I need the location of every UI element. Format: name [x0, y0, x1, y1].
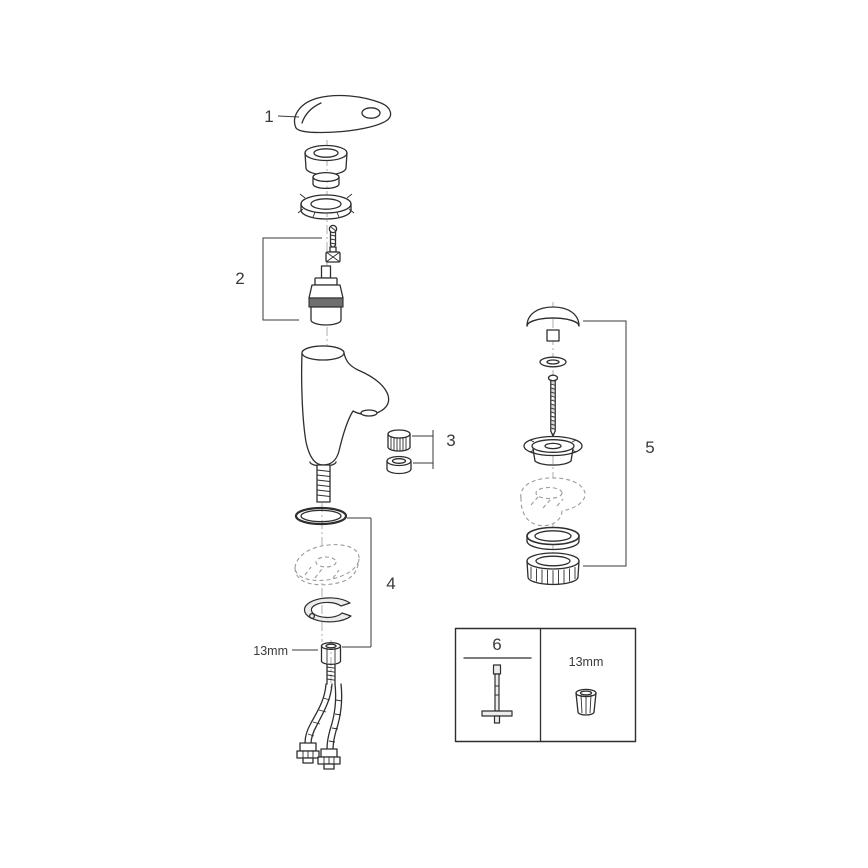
ghost-drain-body — [520, 477, 586, 527]
part-cartridge — [308, 265, 344, 326]
part-lever-handle — [294, 94, 392, 134]
mounting-tool — [481, 664, 513, 724]
part-faucet-body — [300, 345, 390, 503]
part-drain-screw — [547, 374, 559, 437]
box-socket-nut — [575, 688, 597, 716]
part-mounting-nut — [320, 641, 342, 666]
part-mounting-ring — [297, 193, 355, 220]
part-4-bracket — [342, 517, 372, 648]
part-3-bracket-group: 3 — [412, 430, 456, 469]
part-valve-nut — [325, 246, 341, 263]
part-o-ring — [294, 506, 348, 526]
ghost-mounting-base — [294, 544, 360, 586]
part-screw — [328, 224, 338, 249]
part-4-label: 4 — [386, 574, 395, 593]
wrench-size-callout-group: 13mm — [253, 644, 318, 658]
centerlines — [321, 140, 554, 692]
part-1-label-group: 1 — [264, 107, 300, 126]
part-1-leader — [277, 115, 300, 118]
part-drain-flange — [523, 435, 583, 466]
part-aerator — [386, 429, 412, 475]
part-3-bracket — [412, 430, 434, 469]
part-horseshoe-bracket — [303, 597, 352, 623]
part-5-bracket — [583, 320, 627, 567]
part-drain-nut — [526, 552, 580, 586]
part-handle-cap — [304, 144, 348, 190]
part-1-label: 1 — [264, 107, 273, 126]
part-6-label: 6 — [492, 635, 501, 654]
part-2-bracket-group: 2 — [235, 237, 322, 321]
part-drain-gasket — [526, 526, 580, 551]
part-2-label: 2 — [235, 269, 244, 288]
part-supply-hoses — [296, 683, 343, 770]
box-wrench-size-label: 13mm — [569, 655, 604, 669]
part-2-bracket — [262, 237, 322, 321]
hose-connector-left — [296, 742, 320, 764]
wrench-size-callout: 13mm — [253, 644, 288, 658]
part-3-label: 3 — [446, 431, 455, 450]
part-4-bracket-group: 4 — [342, 517, 396, 648]
part-5-bracket-group: 5 — [583, 320, 655, 567]
hose-connector-right — [317, 748, 341, 770]
part-drain-plug — [526, 306, 580, 342]
part-5-label: 5 — [645, 438, 654, 457]
part-drain-washer — [539, 356, 567, 368]
included-tools-box: 6 13mm — [454, 627, 637, 743]
part-threaded-stud — [326, 663, 336, 685]
